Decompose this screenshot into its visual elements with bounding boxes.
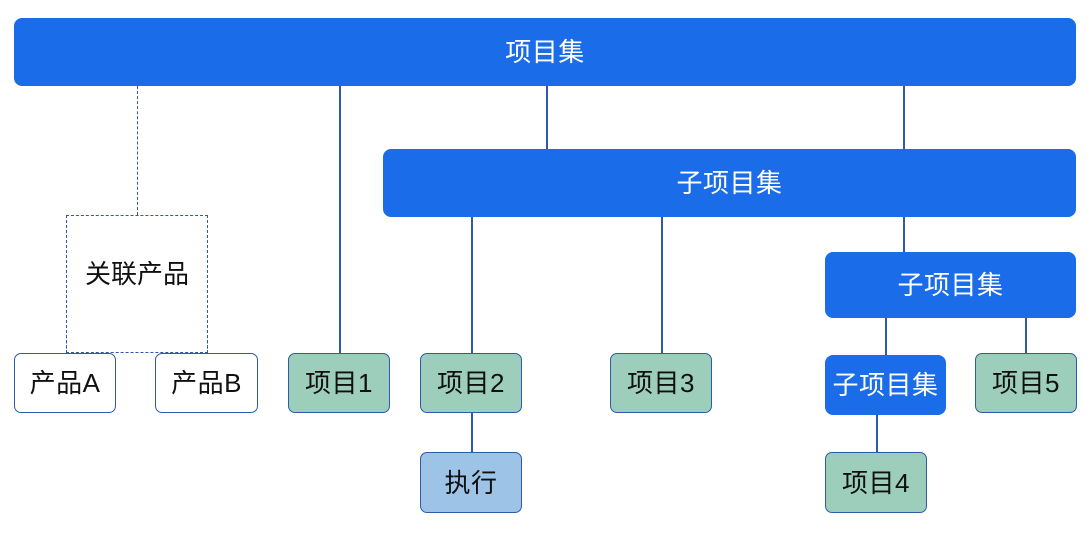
connector-program-to-group — [137, 86, 138, 215]
subprogram-mid-bar[interactable]: 子项目集 — [383, 149, 1076, 217]
project1-label: 项目1 — [305, 368, 373, 398]
connector-project2-to-execution — [471, 413, 473, 453]
project2-node[interactable]: 项目2 — [420, 353, 522, 413]
connector-subprogram-small-to-project4 — [876, 415, 878, 453]
subprogram-right-bar-label: 子项目集 — [897, 270, 1004, 300]
connector-subprogram-mid-to-project2 — [471, 217, 473, 354]
program-bar[interactable]: 项目集 — [14, 18, 1076, 86]
related-products-group: 关联产品 — [66, 215, 208, 353]
subprogram-right-bar[interactable]: 子项目集 — [825, 252, 1076, 318]
project3-label: 项目3 — [627, 368, 695, 398]
connector-program-to-project1 — [339, 86, 341, 354]
subprogram-small-node-label: 子项目集 — [832, 370, 939, 400]
project3-node[interactable]: 项目3 — [610, 353, 712, 413]
project5-label: 项目5 — [992, 368, 1060, 398]
project5-node[interactable]: 项目5 — [975, 353, 1077, 413]
project1-node[interactable]: 项目1 — [288, 353, 390, 413]
connector-subprogram-right-to-project5 — [1025, 318, 1027, 356]
related-products-group-label: 关联产品 — [84, 259, 189, 289]
subprogram-mid-bar-label: 子项目集 — [676, 168, 783, 198]
subprogram-small-node[interactable]: 子项目集 — [825, 355, 946, 415]
product-b-node[interactable]: 产品B — [155, 353, 258, 413]
execution-label: 执行 — [444, 467, 498, 498]
product-a-node[interactable]: 产品A — [14, 353, 116, 413]
execution-node[interactable]: 执行 — [420, 452, 522, 513]
project4-label: 项目4 — [842, 467, 910, 498]
product-a-label: 产品A — [29, 368, 101, 398]
project2-label: 项目2 — [437, 368, 505, 398]
connector-program-to-subprogram-mid — [546, 86, 548, 150]
project4-node[interactable]: 项目4 — [825, 452, 927, 513]
program-bar-label: 项目集 — [505, 37, 585, 67]
connector-subprogram-right-to-subprogram-small — [885, 318, 887, 356]
product-b-label: 产品B — [171, 368, 242, 398]
connector-subprogram-mid-to-project3 — [661, 217, 663, 354]
